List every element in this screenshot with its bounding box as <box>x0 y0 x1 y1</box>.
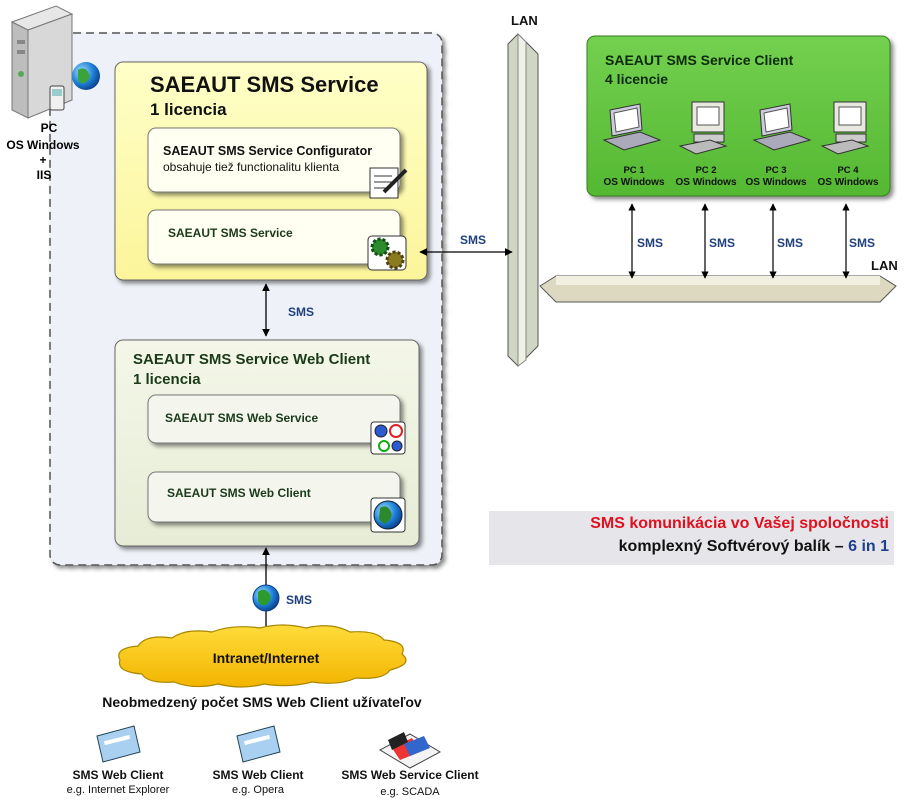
client-group-title: SAEAUT SMS Service Client <box>605 52 794 68</box>
user-client-1-sub: e.g. Internet Explorer <box>66 784 170 796</box>
service-title: SAEAUT SMS Service <box>150 72 379 97</box>
users-heading: Neobmedzený počet SMS Web Client užívate… <box>102 694 422 710</box>
desktop-icon-pc4 <box>820 101 870 155</box>
webclient-license: 1 licencia <box>133 371 201 388</box>
user-client-2-title: SMS Web Client <box>212 768 304 782</box>
internet-label: Intranet/Internet <box>212 650 320 666</box>
pc4-name: PC 4 <box>837 165 859 176</box>
pc1-os: OS Windows <box>603 177 665 188</box>
promo-box <box>489 511 894 565</box>
pc3-name: PC 3 <box>765 165 787 176</box>
promo-line2: komplexný Softvérový balík – 6 in 1 <box>489 538 889 556</box>
browser-card-icon-2 <box>236 725 281 763</box>
pc1-name: PC 1 <box>623 165 645 176</box>
sms-label-pc4: SMS <box>849 236 876 250</box>
web-service-label: SAEAUT SMS Web Service <box>165 411 319 425</box>
configurator-box <box>147 127 401 193</box>
web-service-icon <box>370 421 406 455</box>
promo-line1: SMS komunikácia vo Vašej spoločnosti <box>590 515 889 532</box>
web-service-box <box>147 394 401 444</box>
laptop-icon-pc1 <box>602 103 662 151</box>
scada-chart-icon <box>378 732 442 769</box>
user-client-3-title: SMS Web Service Client <box>341 768 479 782</box>
configurator-title: SAEAUT SMS Service Configurator <box>163 144 373 158</box>
lan-vertical-bar <box>507 32 539 367</box>
sms-label-pc3: SMS <box>777 236 804 250</box>
webclient-title: SAEAUT SMS Service Web Client <box>133 351 371 368</box>
client-group-box <box>586 35 891 197</box>
lan-horizontal-bar <box>539 275 897 303</box>
globe-icon-webclient <box>370 497 406 533</box>
configurator-subtitle: obsahuje tiež functionalitu klienta <box>163 160 340 174</box>
internet-cloud <box>118 624 407 688</box>
gears-icon <box>367 235 407 271</box>
sms-label-lan: SMS <box>460 233 487 247</box>
pc2-name: PC 2 <box>695 165 717 176</box>
lan-label-vertical: LAN <box>511 13 538 28</box>
user-client-2-sub: e.g. Opera <box>232 784 284 796</box>
desktop-icon-pc2 <box>678 101 728 155</box>
sms-label-internet: SMS <box>286 593 313 607</box>
service-inner-label: SAEAUT SMS Service <box>168 226 293 240</box>
client-group-license: 4 licencie <box>605 71 669 87</box>
browser-card-icon-1 <box>96 725 141 763</box>
pc2-os: OS Windows <box>675 177 737 188</box>
promo-line2-text: komplexný Softvérový balík – <box>618 538 844 555</box>
service-license: 1 licencia <box>150 100 227 119</box>
laptop-icon-pc3 <box>752 103 812 151</box>
server-label-os: OS Windows <box>6 138 80 152</box>
phone-icon <box>49 85 65 111</box>
web-client-label: SAEAUT SMS Web Client <box>167 486 311 500</box>
server-label-pc: PC <box>40 121 58 135</box>
document-pen-icon <box>369 167 408 199</box>
server-label-iis: IIS <box>36 168 52 182</box>
server-label-plus: + <box>39 153 47 167</box>
sms-label-internal: SMS <box>288 305 315 319</box>
pc3-os: OS Windows <box>745 177 807 188</box>
lan-label-horizontal: LAN <box>871 258 898 273</box>
sms-label-pc1: SMS <box>637 236 664 250</box>
sms-label-pc2: SMS <box>709 236 736 250</box>
globe-icon-server <box>72 62 100 90</box>
user-client-3-sub: e.g. SCADA <box>380 786 440 798</box>
web-client-box <box>147 471 401 523</box>
user-client-1-title: SMS Web Client <box>72 768 164 782</box>
pc4-os: OS Windows <box>817 177 879 188</box>
promo-line2-accent: 6 in 1 <box>848 538 889 555</box>
globe-icon-internet <box>252 584 280 612</box>
